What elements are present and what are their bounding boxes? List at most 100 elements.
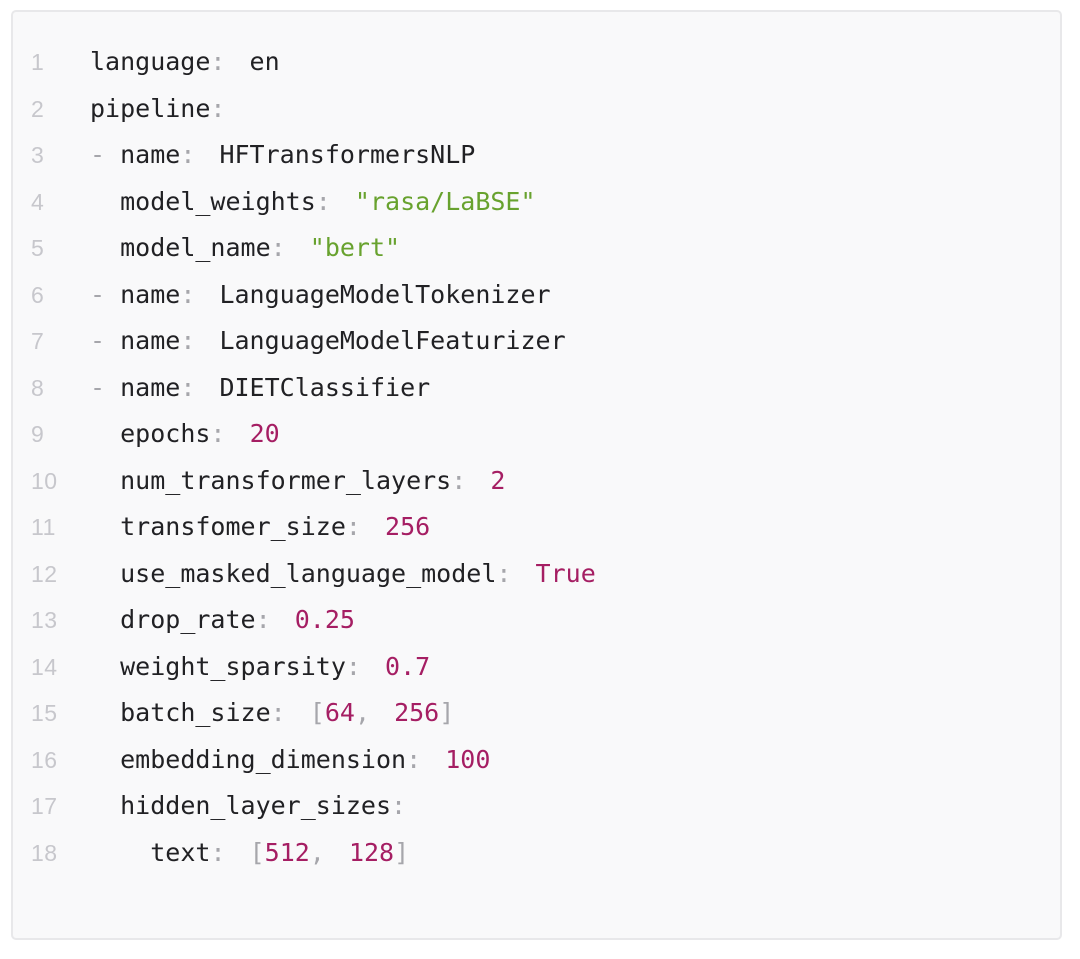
line-number: 2 xyxy=(31,95,45,122)
code-token-key: name xyxy=(120,372,181,402)
code-token-string: "rasa/LaBSE" xyxy=(354,186,536,216)
code-token-plain xyxy=(295,233,310,262)
code-line: 5 model_name: "bert" xyxy=(13,225,1060,272)
code-line-content: model_weights: "rasa/LaBSE" xyxy=(90,179,1060,226)
code-token-number: 256 xyxy=(385,512,431,541)
code-token-key: language xyxy=(90,47,211,76)
code-token-plain: LanguageModelFeaturizer xyxy=(204,326,566,355)
code-token-colon: : xyxy=(391,791,407,820)
line-number: 9 xyxy=(31,421,45,447)
code-line-content: transfomer_size: 256 xyxy=(90,504,1060,551)
code-line: 3- name: HFTransformersNLP xyxy=(13,132,1060,179)
code-token-punct: ] xyxy=(439,698,455,727)
code-token-key: transfomer_size xyxy=(120,512,346,541)
code-token-colon: : xyxy=(210,419,226,448)
line-number: 3 xyxy=(31,142,45,168)
code-token-key: use_masked_language_model xyxy=(120,558,497,588)
line-number: 16 xyxy=(31,746,58,773)
code-token-plain xyxy=(90,791,120,820)
code-token-colon: : xyxy=(496,558,512,588)
code-line: 12 use_masked_language_model: True xyxy=(13,551,1060,598)
code-token-key: hidden_layer_sizes xyxy=(120,791,392,820)
code-line-content: pipeline: xyxy=(90,86,1060,133)
code-token-punct: ] xyxy=(394,837,410,867)
code-line: 7- name: LanguageModelFeaturizer xyxy=(13,318,1060,365)
code-token-colon: : xyxy=(255,605,271,634)
code-token-key: model_weights xyxy=(120,186,316,216)
code-token-plain xyxy=(235,419,250,448)
code-line: 14 weight_sparsity: 0.7 xyxy=(13,644,1060,691)
code-line: 1 language: en xyxy=(13,39,1060,86)
code-line-content: hidden_layer_sizes: xyxy=(90,783,1060,830)
code-token-punct: - xyxy=(90,140,121,169)
code-token-bool: True xyxy=(535,558,596,588)
line-number: 15 xyxy=(31,700,58,726)
code-token-number: 256 xyxy=(394,698,440,727)
code-token-plain xyxy=(90,652,120,681)
code-token-plain xyxy=(295,698,310,727)
code-token-colon: : xyxy=(406,744,422,774)
code-token-plain xyxy=(90,187,120,216)
code-token-colon: : xyxy=(180,140,196,169)
code-token-number: 100 xyxy=(445,744,491,774)
code-line: 17 hidden_layer_sizes: xyxy=(13,783,1060,830)
code-token-number: 512 xyxy=(264,837,310,867)
code-token-key: name xyxy=(120,140,181,169)
code-token-key: drop_rate xyxy=(120,605,256,634)
code-token-plain xyxy=(90,838,150,867)
code-token-colon: : xyxy=(210,93,226,123)
code-token-string: "bert" xyxy=(309,233,401,262)
code-token-key: pipeline xyxy=(90,93,211,123)
code-token-punct: - xyxy=(90,326,121,355)
code-token-key: weight_sparsity xyxy=(120,651,346,681)
code-token-punct: - xyxy=(90,372,121,402)
code-line-content: text: [512, 128] xyxy=(90,830,1060,877)
code-line-content: - name: LanguageModelFeaturizer xyxy=(90,318,1060,365)
code-token-key: name xyxy=(120,326,181,355)
code-token-plain xyxy=(280,605,295,634)
code-token-plain: LanguageModelTokenizer xyxy=(204,279,551,309)
code-token-colon: : xyxy=(270,698,286,727)
code-token-number: 0.25 xyxy=(294,605,355,634)
code-token-plain xyxy=(90,745,120,774)
code-token-key: text xyxy=(150,837,211,867)
code-line: 13 drop_rate: 0.25 xyxy=(13,597,1060,644)
code-line: 8 - name: DIETClassifier xyxy=(13,365,1060,412)
code-line-content: - name: DIETClassifier xyxy=(90,365,1060,412)
code-token-key: epochs xyxy=(120,419,211,448)
code-token-plain xyxy=(90,233,120,262)
line-number: 12 xyxy=(31,560,58,587)
line-number: 8 xyxy=(31,374,45,401)
code-token-number: 20 xyxy=(249,419,280,448)
code-token-plain xyxy=(90,466,120,495)
code-token-plain: DIETClassifier xyxy=(204,372,431,402)
code-token-colon: : xyxy=(210,47,226,76)
code-token-key: num_transformer_layers xyxy=(120,465,452,495)
code-token-number: 128 xyxy=(348,837,395,867)
line-number: 4 xyxy=(31,188,45,215)
code-token-colon: : xyxy=(451,465,467,495)
code-line-content: batch_size: [64, 256] xyxy=(90,690,1060,737)
code-token-comma: , xyxy=(309,837,325,867)
code-line: 18 text: [512, 128] xyxy=(13,830,1060,877)
line-number: 5 xyxy=(31,235,45,261)
code-token-colon: : xyxy=(345,651,361,681)
code-token-plain xyxy=(235,838,250,867)
code-token-plain xyxy=(90,419,120,448)
code-token-colon: : xyxy=(180,372,196,402)
code-token-plain xyxy=(370,652,385,681)
code-token-plain: en xyxy=(234,47,280,76)
code-token-number: 0.7 xyxy=(385,651,431,681)
line-number: 1 xyxy=(31,49,45,75)
code-token-plain xyxy=(90,559,120,588)
code-token-plain xyxy=(90,512,120,541)
code-line-content: epochs: 20 xyxy=(90,411,1060,458)
code-token-plain xyxy=(475,466,490,495)
code-line-content: weight_sparsity: 0.7 xyxy=(90,644,1060,691)
code-line-content: embedding_dimension: 100 xyxy=(90,737,1060,784)
code-line-content: num_transformer_layers: 2 xyxy=(90,458,1060,505)
line-number: 10 xyxy=(31,467,58,494)
code-token-punct: [ xyxy=(249,837,265,867)
code-token-colon: : xyxy=(180,279,196,309)
code-token-number: 2 xyxy=(490,465,506,495)
